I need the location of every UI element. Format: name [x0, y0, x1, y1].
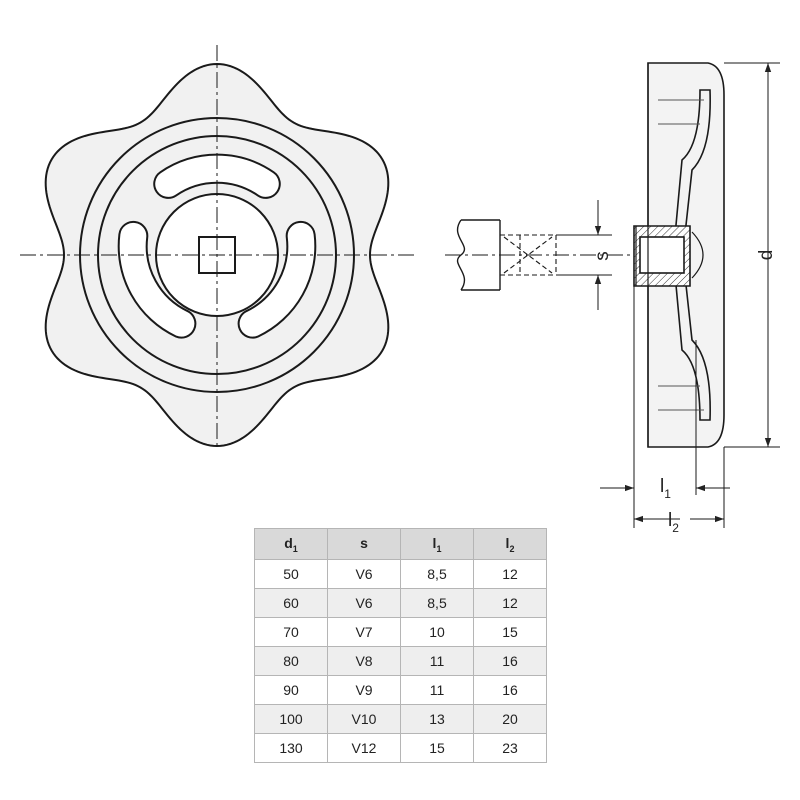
cell-d1: 80 [254, 646, 328, 676]
cell-l1: 15 [400, 733, 474, 763]
cell-l2: 12 [473, 559, 547, 589]
cell-l2: 15 [473, 617, 547, 647]
s-dimension-label: s [592, 251, 613, 261]
cell-s: V6 [327, 588, 401, 618]
cell-l1: 8,5 [400, 588, 474, 618]
header-s: s [327, 528, 401, 560]
cell-l2: 16 [473, 646, 547, 676]
web-profile [675, 89, 711, 421]
cell-d1: 60 [254, 588, 328, 618]
dimensions-table: d1 s l1 l2 50 V6 8,5 12 60 V6 8,5 12 70 … [254, 528, 547, 763]
table-row: 50 V6 8,5 12 [254, 559, 547, 589]
shaft-detail [445, 200, 630, 310]
header-l1: l1 [400, 528, 474, 560]
l-dimensions [600, 286, 730, 528]
cell-l2: 12 [473, 588, 547, 618]
cell-s: V6 [327, 559, 401, 589]
cell-l2: 23 [473, 733, 547, 763]
d-dimension-label: d [756, 250, 777, 261]
table-row: 70 V7 10 15 [254, 617, 547, 647]
cell-l1: 13 [400, 704, 474, 734]
cell-s: V10 [327, 704, 401, 734]
table-row: 60 V6 8,5 12 [254, 588, 547, 618]
l1-dimension-label: l1 [660, 476, 671, 501]
table-row: 130 V12 15 23 [254, 733, 547, 763]
cell-s: V8 [327, 646, 401, 676]
d-dimension [724, 62, 780, 448]
table-row: 80 V8 11 16 [254, 646, 547, 676]
side-section-view [633, 62, 725, 448]
cell-d1: 100 [254, 704, 328, 734]
header-l2: l2 [473, 528, 547, 560]
cell-d1: 90 [254, 675, 328, 705]
table-row: 100 V10 13 20 [254, 704, 547, 734]
slot-right [237, 220, 317, 339]
technical-drawing: s d l1 l2 [20, 45, 780, 535]
cell-s: V9 [327, 675, 401, 705]
slot-left [117, 220, 197, 339]
header-d1: d1 [254, 528, 328, 560]
cell-l1: 8,5 [400, 559, 474, 589]
cell-d1: 130 [254, 733, 328, 763]
cell-d1: 70 [254, 617, 328, 647]
cell-s: V12 [327, 733, 401, 763]
cell-l1: 10 [400, 617, 474, 647]
table-header-row: d1 s l1 l2 [254, 528, 547, 560]
cell-l1: 11 [400, 646, 474, 676]
cell-d1: 50 [254, 559, 328, 589]
cell-l2: 20 [473, 704, 547, 734]
cell-l2: 16 [473, 675, 547, 705]
hub-bore [639, 236, 685, 274]
cell-l1: 11 [400, 675, 474, 705]
l2-dimension-label: l2 [668, 510, 679, 535]
table-row: 90 V9 11 16 [254, 675, 547, 705]
cell-s: V7 [327, 617, 401, 647]
slot-top [153, 153, 281, 199]
front-view [20, 45, 415, 448]
